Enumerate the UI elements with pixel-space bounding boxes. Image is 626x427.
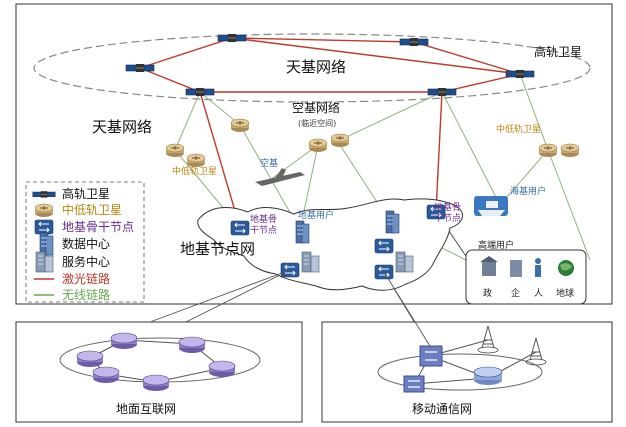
mid-low-orbit-satellite-icon <box>330 133 350 148</box>
high-orbit-satellite-icon <box>125 63 155 73</box>
aircraft-icon <box>255 168 305 186</box>
ground-internet-label: 地面互联网 <box>116 402 176 416</box>
aircraft-label: 空基 <box>260 157 278 169</box>
ground-user-label: 地基用户 <box>298 209 334 221</box>
backbone-node-label: 地基骨 <box>434 201 461 213</box>
high-orbit-ring <box>33 33 591 103</box>
sea-user-label: 海基用户 <box>510 185 546 197</box>
internet-router-icon <box>92 366 120 384</box>
government-icon <box>480 256 498 276</box>
legend-label: 激光链路 <box>62 271 110 286</box>
person-icon <box>535 258 541 277</box>
backbone-node-label: 地基骨 <box>250 213 277 225</box>
mobile-network-label: 移动通信网 <box>412 402 472 416</box>
internet-router-icon <box>208 360 236 378</box>
mobile-network-panel <box>321 321 613 423</box>
high-orbit-satellite-icon <box>185 87 215 97</box>
legend-satellite-icon <box>32 190 56 199</box>
backbone-node-label: 干节点 <box>250 225 277 236</box>
internet-router-icon <box>76 350 104 368</box>
earth-icon <box>558 260 574 276</box>
legend-router-icon <box>34 203 54 218</box>
ground-node-net-label: 地基节点网 <box>180 240 255 258</box>
high-orbit-label: 高轨卫星 <box>534 44 582 59</box>
ground-internet-connector <box>149 269 291 323</box>
air-network-label: 空基网络 <box>292 100 340 115</box>
ground-internet-panel <box>15 321 303 423</box>
space-frame <box>15 3 613 305</box>
mid-orbit-label-left: 中低轨卫星 <box>172 165 217 177</box>
legend-switch-icon <box>34 219 54 235</box>
legend-label: 高轨卫星 <box>62 186 110 201</box>
mobile-network-ring <box>377 353 543 391</box>
backbone-node-label: 干节点 <box>434 213 461 224</box>
legend-label: 地基骨干节点 <box>62 220 134 234</box>
mid-low-orbit-satellite-icon <box>560 143 580 158</box>
data-center-icon <box>385 210 400 234</box>
user-type-label: 政 <box>483 287 492 299</box>
backbone-node-icon <box>230 220 250 236</box>
premium-user-label: 高端用户 <box>478 239 514 251</box>
legend-label: 中低轨卫星 <box>62 202 122 217</box>
user-type-label: 地球 <box>556 287 574 299</box>
legend-label: 服务中心 <box>62 254 110 269</box>
internet-router-icon <box>110 332 138 350</box>
internet-router-icon <box>178 336 206 354</box>
legend-label: 数据中心 <box>62 236 110 251</box>
high-orbit-satellite-icon <box>217 33 247 43</box>
top-network-label: 天基网络 <box>286 58 346 76</box>
mid-low-orbit-satellite-icon <box>186 153 206 168</box>
enterprise-icon <box>510 260 522 277</box>
high-orbit-satellite-icon <box>427 87 457 97</box>
user-type-label: 人 <box>534 288 543 299</box>
data-center-icon <box>295 220 310 244</box>
high-orbit-satellite-icon <box>505 69 535 79</box>
mid-low-orbit-satellite-icon <box>308 138 328 153</box>
high-orbit-satellite-icon <box>399 37 429 47</box>
internet-router-icon <box>142 374 170 392</box>
legend-server-icon <box>39 232 54 256</box>
mobile-network-connector <box>383 271 431 347</box>
mobile-router-icon <box>473 366 503 385</box>
legend-label: 无线链路 <box>62 287 110 302</box>
mid-low-orbit-satellite-icon <box>538 143 558 158</box>
left-network-label: 天基网络 <box>92 118 152 136</box>
air-network-sub: (临近空间) <box>298 118 336 128</box>
mobile-switch-icon <box>419 345 443 367</box>
mid-orbit-label-right: 中低轨卫星 <box>496 123 541 135</box>
mid-low-orbit-satellite-icon <box>165 143 185 158</box>
sea-user-ship-icon <box>474 196 508 216</box>
mid-low-orbit-satellite-icon <box>230 118 250 133</box>
mobile-switch-icon <box>403 375 425 393</box>
user-type-label: 企 <box>511 287 520 299</box>
backbone-node-icon <box>374 238 394 254</box>
